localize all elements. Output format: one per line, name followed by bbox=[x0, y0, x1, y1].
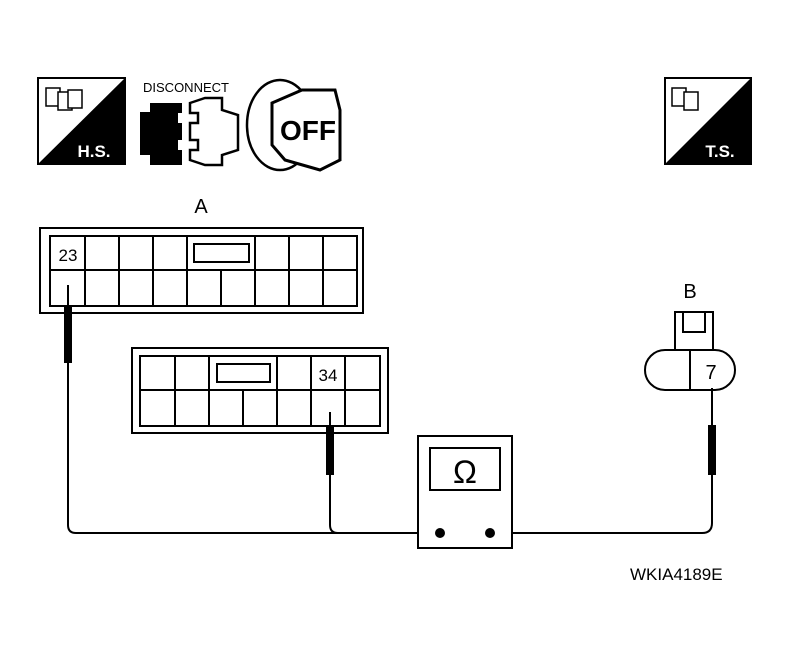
ignition-off-label: OFF bbox=[280, 115, 336, 146]
probe-1 bbox=[64, 285, 72, 363]
terminal-23-label: 23 bbox=[59, 246, 78, 265]
ignition-key-off-icon: OFF bbox=[245, 78, 342, 172]
ohmmeter: Ω bbox=[417, 435, 513, 549]
ts-label: T.S. bbox=[705, 142, 734, 161]
terminal-glyph-icon bbox=[671, 87, 699, 111]
connector-a-label: A bbox=[194, 196, 208, 218]
terminal-7-label: 7 bbox=[705, 362, 716, 384]
connector-glyph-icon bbox=[45, 87, 83, 111]
figure-id: WKIA4189E bbox=[630, 565, 723, 584]
meter-terminal-negative bbox=[435, 528, 445, 538]
disconnect-label: DISCONNECT bbox=[143, 80, 229, 95]
terminal-34-label: 34 bbox=[319, 366, 338, 385]
connector-a-upper bbox=[39, 227, 364, 314]
test-lead-wires bbox=[67, 285, 713, 534]
connector-b bbox=[644, 311, 736, 391]
probe-2 bbox=[326, 425, 334, 475]
connector-a-lower bbox=[131, 347, 389, 434]
disconnect-connector-icon bbox=[140, 96, 240, 167]
hs-label: H.S. bbox=[77, 142, 110, 161]
ohm-symbol: Ω bbox=[453, 454, 477, 490]
meter-terminal-positive bbox=[485, 528, 495, 538]
harness-side-icon: H.S. bbox=[37, 77, 126, 165]
terminal-side-icon: T.S. bbox=[664, 77, 752, 165]
probe-3 bbox=[708, 425, 716, 475]
connector-b-label: B bbox=[683, 281, 696, 303]
